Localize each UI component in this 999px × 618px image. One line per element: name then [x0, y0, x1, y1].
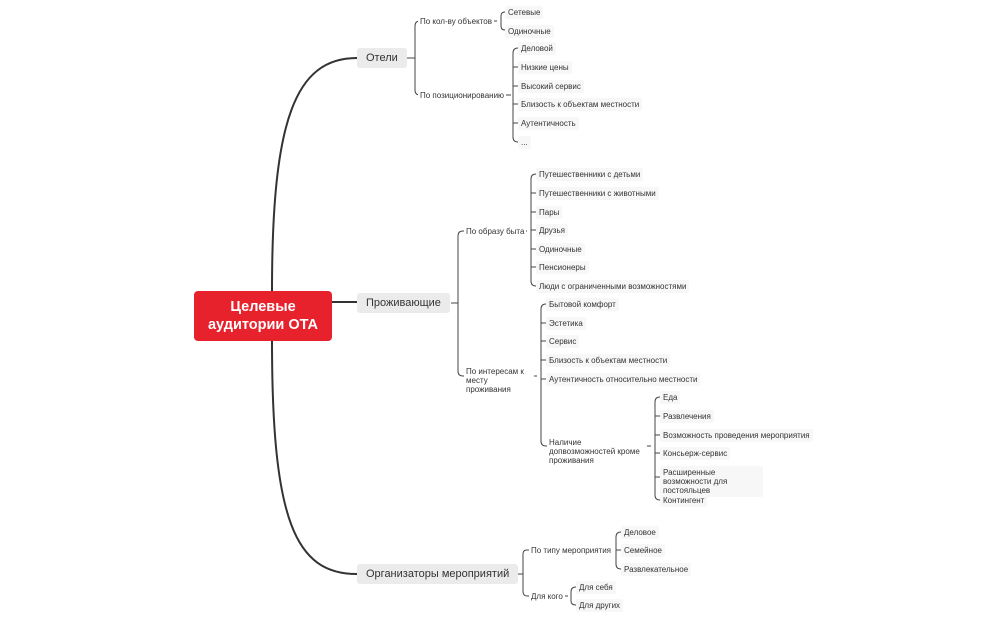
- leaf-item[interactable]: Деловое: [621, 526, 659, 539]
- leaf-item[interactable]: Путешественники с животными: [536, 187, 659, 200]
- branch-hotels[interactable]: Отели: [357, 48, 407, 68]
- leaf-item[interactable]: Развлекательное: [621, 563, 692, 576]
- subtopic-by-event-type[interactable]: По типу мероприятия: [529, 545, 614, 556]
- subtopic-interests[interactable]: По интересам к месту проживания: [464, 366, 534, 395]
- leaf-item[interactable]: Эстетика: [546, 317, 586, 330]
- subtopic-by-position[interactable]: По позиционированию: [418, 90, 507, 101]
- central-topic[interactable]: Целевые аудитории ОТА: [194, 291, 332, 341]
- leaf-item[interactable]: Еда: [660, 391, 681, 404]
- leaf-item[interactable]: Расширенные возможности для постояльцев: [660, 466, 763, 497]
- leaf-item[interactable]: Близость к объектам местности: [518, 98, 643, 111]
- leaf-item[interactable]: Одиночные: [505, 25, 554, 38]
- leaf-item[interactable]: Развлечения: [660, 410, 714, 423]
- branch-organizers[interactable]: Организаторы мероприятий: [357, 564, 519, 584]
- leaf-item[interactable]: Близость к объектам местности: [546, 354, 671, 367]
- leaf-item[interactable]: Сетевые: [505, 6, 544, 19]
- leaf-item[interactable]: Одиночные: [536, 243, 585, 256]
- subtopic-extra-options[interactable]: Наличие допвозможностей кроме проживания: [547, 437, 647, 466]
- leaf-item[interactable]: ...: [518, 136, 531, 149]
- leaf-item[interactable]: Низкие цены: [518, 61, 572, 74]
- leaf-item[interactable]: Высокий сервис: [518, 80, 584, 93]
- branch-residents[interactable]: Проживающие: [357, 293, 450, 313]
- leaf-item[interactable]: Пенсионеры: [536, 261, 589, 274]
- leaf-item[interactable]: Семейное: [621, 544, 665, 557]
- leaf-item[interactable]: Бытовой комфорт: [546, 298, 619, 311]
- subtopic-by-count[interactable]: По кол-ву объектов: [418, 16, 494, 27]
- subtopic-for-whom[interactable]: Для кого: [529, 591, 565, 602]
- leaf-item[interactable]: Пары: [536, 206, 563, 219]
- leaf-item[interactable]: Аутентичность относительно местности: [546, 373, 701, 386]
- leaf-item[interactable]: Контингент: [660, 494, 708, 507]
- leaf-item[interactable]: Консьерж-сервис: [660, 447, 731, 460]
- leaf-item[interactable]: Для других: [576, 599, 624, 612]
- subtopic-lifestyle[interactable]: По образу быта: [464, 226, 527, 237]
- leaf-item[interactable]: Деловой: [518, 42, 556, 55]
- leaf-item[interactable]: Для себя: [576, 581, 616, 594]
- leaf-item[interactable]: Друзья: [536, 224, 568, 237]
- leaf-item[interactable]: Люди с ограниченными возможностями: [536, 280, 690, 293]
- leaf-item[interactable]: Путешественники с детьми: [536, 168, 644, 181]
- leaf-item[interactable]: Сервис: [546, 335, 580, 348]
- leaf-item[interactable]: Возможность проведения мероприятия: [660, 429, 813, 442]
- leaf-item[interactable]: Аутентичность: [518, 117, 579, 130]
